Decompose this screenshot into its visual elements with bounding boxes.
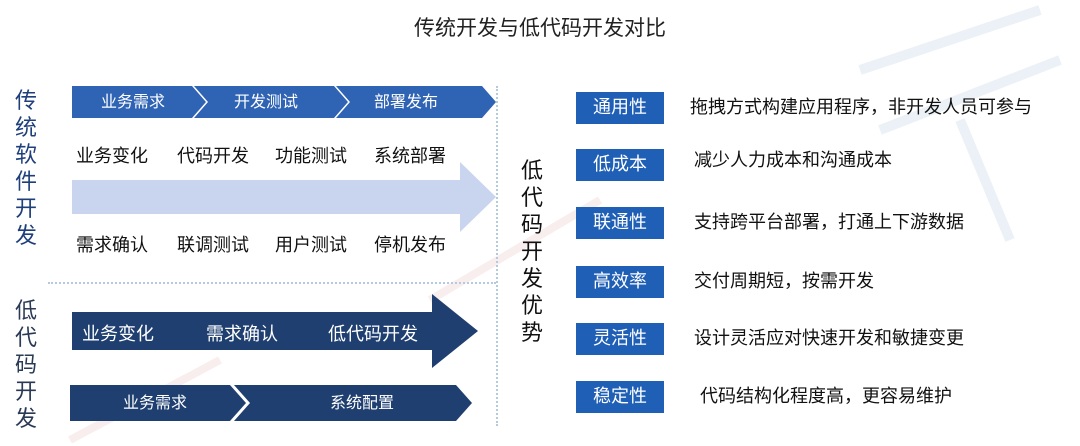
advantage-label-char: 发 [520, 267, 543, 292]
lowcode-label: 低 代 码 开 发 [12, 298, 40, 433]
phase-label-business: 业务需求 [100, 92, 165, 111]
traditional-label-char: 开 [14, 197, 37, 222]
traditional-label-char: 统 [14, 116, 37, 141]
lowcode-label-char: 发 [14, 407, 37, 432]
advantage-label-char: 代 [520, 186, 543, 211]
traditional-flow-arrow [72, 162, 496, 232]
advantage-badge: 灵活性 [576, 323, 664, 355]
advantage-desc: 拖拽方式构建应用程序，非开发人员可参与 [690, 97, 1032, 118]
advantage-badge: 通用性 [576, 92, 664, 124]
traditional-step: 需求确认 [76, 235, 148, 256]
phase-label-devtest: 开发测试 [233, 92, 298, 111]
phase-label-deploy: 部署发布 [373, 92, 438, 111]
traditional-phase-chevrons [72, 86, 496, 118]
lowcode-label-char: 代 [14, 326, 37, 351]
advantage-badge: 稳定性 [576, 381, 664, 413]
advantage-badge: 低成本 [576, 149, 664, 181]
traditional-label-char: 发 [14, 224, 37, 249]
lowcode-phase-config: 系统配置 [329, 393, 394, 412]
lowcode-label-char: 低 [14, 299, 37, 324]
lowcode-flow-arrow [72, 294, 478, 368]
chevron-phase-3 [336, 86, 496, 118]
traditional-step: 代码开发 [177, 146, 249, 167]
chevron-lowcode-1 [70, 385, 246, 421]
advantage-label-char: 优 [520, 294, 543, 319]
lowcode-step: 业务变化 [82, 324, 154, 345]
lowcode-step: 需求确认 [206, 324, 278, 345]
advantage-label-char: 开 [520, 240, 543, 265]
traditional-step: 系统部署 [374, 146, 446, 167]
advantage-label-char: 势 [520, 321, 543, 346]
advantage-label: 低 代 码 开 发 优 势 [518, 158, 546, 347]
advantage-desc: 支持跨平台部署，打通上下游数据 [694, 212, 964, 233]
traditional-label-char: 软 [14, 143, 37, 168]
lowcode-phase-business: 业务需求 [122, 393, 187, 412]
chevron-phase-2 [194, 86, 348, 118]
traditional-label-char: 传 [14, 89, 37, 114]
lowcode-label-char: 开 [14, 380, 37, 405]
traditional-label-char: 件 [14, 170, 37, 195]
advantage-label-char: 低 [520, 159, 543, 184]
advantage-badge: 高效率 [576, 266, 664, 298]
lowcode-phase-chevrons [70, 385, 472, 421]
advantage-desc: 设计灵活应对快速开发和敏捷变更 [694, 328, 964, 349]
advantage-desc: 减少人力成本和沟通成本 [694, 150, 892, 171]
advantage-badge: 联通性 [576, 207, 664, 239]
traditional-label: 传 统 软 件 开 发 [12, 88, 40, 250]
page-title: 传统开发与低代码开发对比 [414, 16, 666, 40]
lowcode-label-char: 码 [14, 353, 37, 378]
traditional-step: 停机发布 [374, 235, 446, 256]
section-divider-vertical [496, 86, 498, 426]
chevron-lowcode-2 [234, 385, 472, 421]
traditional-step: 用户测试 [275, 235, 347, 256]
traditional-step: 联调测试 [177, 235, 249, 256]
advantage-desc: 代码结构化程度高，更容易维护 [700, 386, 952, 407]
chevron-phase-1 [72, 86, 206, 118]
traditional-step: 业务变化 [76, 146, 148, 167]
advantage-label-char: 码 [520, 213, 543, 238]
advantage-desc: 交付周期短，按需开发 [694, 271, 874, 292]
section-divider-horizontal [48, 282, 496, 284]
traditional-step: 功能测试 [275, 146, 347, 167]
lowcode-step: 低代码开发 [328, 324, 418, 345]
